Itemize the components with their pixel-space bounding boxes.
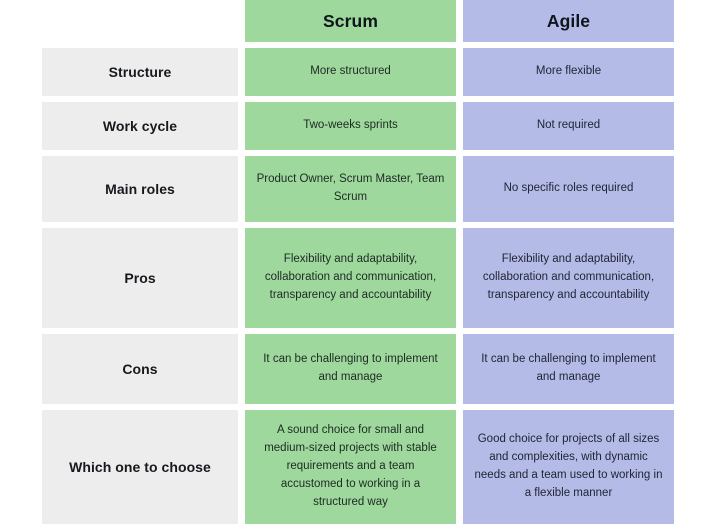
cell-structure-scrum: More structured	[245, 48, 456, 96]
table-row: Cons It can be challenging to implement …	[42, 334, 674, 404]
cell-text: It can be challenging to implement and m…	[263, 353, 438, 383]
table-row: Work cycle Two-weeks sprints Not require…	[42, 102, 674, 150]
cell-which-one-to-choose-agile: Good choice for projects of all sizes an…	[463, 410, 674, 524]
row-label-work-cycle: Work cycle	[42, 102, 238, 150]
cell-text: A sound choice for small and medium-size…	[264, 424, 437, 508]
row-label-main-roles: Main roles	[42, 156, 238, 222]
cell-text: Flexibility and adaptability, collaborat…	[482, 253, 655, 301]
cell-main-roles-scrum: Product Owner, Scrum Master, Team Scrum	[245, 156, 456, 222]
cell-cons-agile: It can be challenging to implement and m…	[463, 334, 674, 404]
cell-text: More flexible	[535, 65, 602, 78]
table-header: Scrum Agile	[42, 0, 674, 42]
cell-text: Good choice for projects of all sizes an…	[474, 433, 663, 499]
row-label-structure: Structure	[42, 48, 238, 96]
cell-work-cycle-agile: Not required	[463, 102, 674, 150]
cell-text: Flexibility and adaptability, collaborat…	[264, 253, 437, 301]
cell-text: Product Owner, Scrum Master, Team Scrum	[256, 173, 445, 203]
cell-structure-agile: More flexible	[463, 48, 674, 96]
column-header-scrum: Scrum	[245, 0, 456, 42]
comparison-table-container: Scrum Agile Structure More structured Mo…	[42, 0, 674, 524]
table-row: Main roles Product Owner, Scrum Master, …	[42, 156, 674, 222]
column-header-agile: Agile	[463, 0, 674, 42]
table-row: Pros Flexibility and adaptability, colla…	[42, 228, 674, 328]
cell-text: More structured	[310, 65, 391, 78]
cell-text: It can be challenging to implement and m…	[481, 353, 656, 383]
table-row: Structure More structured More flexible	[42, 48, 674, 96]
cell-work-cycle-scrum: Two-weeks sprints	[245, 102, 456, 150]
header-row: Scrum Agile	[42, 0, 674, 42]
table-row: Which one to choose A sound choice for s…	[42, 410, 674, 524]
row-label-which-one-to-choose: Which one to choose	[42, 410, 238, 524]
cell-pros-scrum: Flexibility and adaptability, collaborat…	[245, 228, 456, 328]
row-label-pros: Pros	[42, 228, 238, 328]
table-body: Structure More structured More flexible …	[42, 48, 674, 524]
cell-text: No specific roles required	[503, 182, 634, 195]
cell-which-one-to-choose-scrum: A sound choice for small and medium-size…	[245, 410, 456, 524]
cell-pros-agile: Flexibility and adaptability, collaborat…	[463, 228, 674, 328]
cell-main-roles-agile: No specific roles required	[463, 156, 674, 222]
cell-text: Not required	[536, 119, 601, 132]
scrum-vs-agile-table: Scrum Agile Structure More structured Mo…	[35, 0, 681, 530]
cell-cons-scrum: It can be challenging to implement and m…	[245, 334, 456, 404]
row-label-cons: Cons	[42, 334, 238, 404]
table-corner-cell	[42, 0, 238, 42]
cell-text: Two-weeks sprints	[303, 119, 398, 132]
